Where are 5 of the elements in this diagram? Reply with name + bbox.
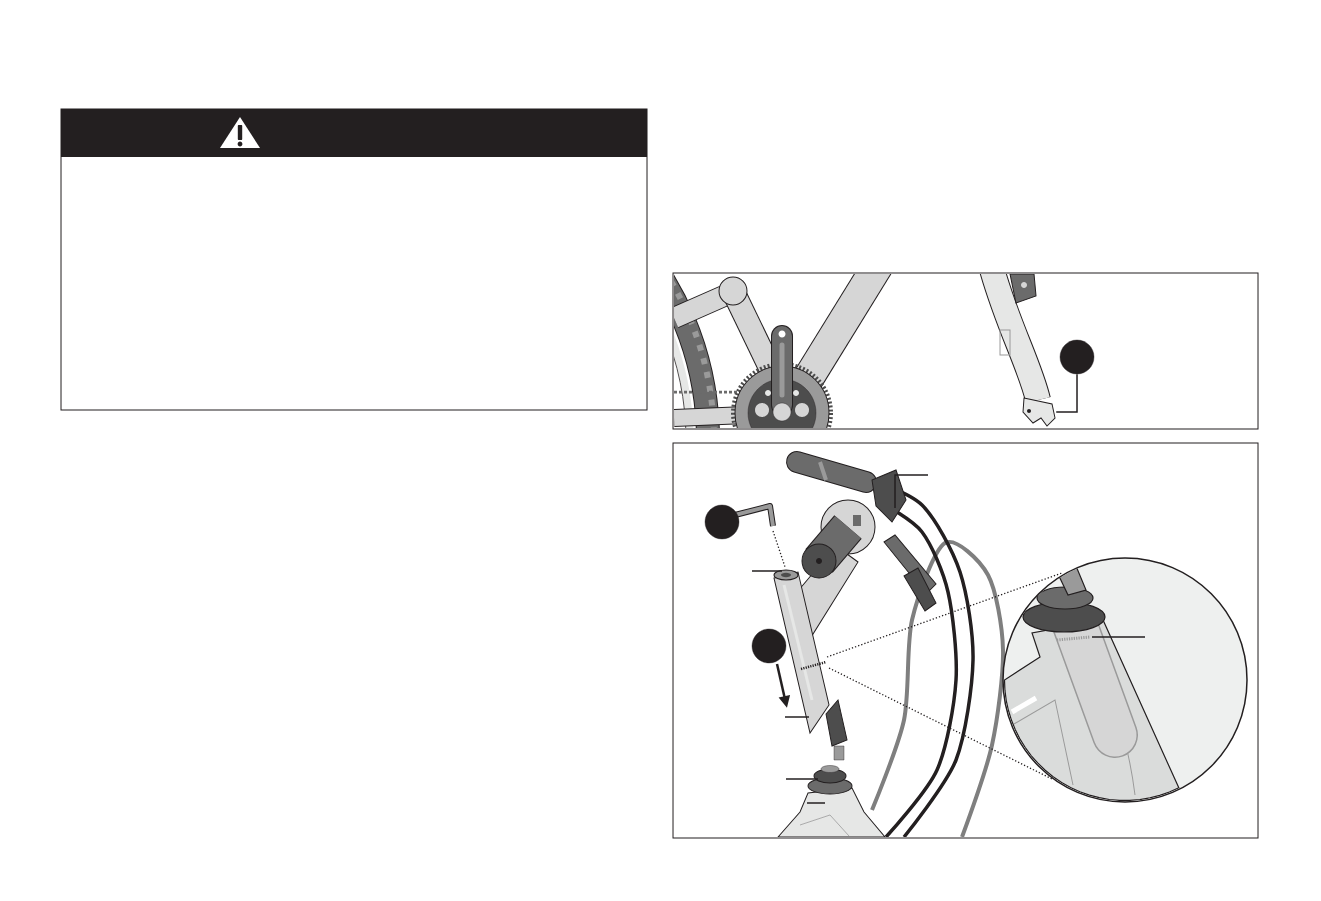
callout-circle <box>1059 339 1095 375</box>
callout-circle <box>704 504 740 540</box>
fork-dropout <box>1022 397 1056 427</box>
callout-circle <box>751 628 787 664</box>
leader-line <box>1055 373 1078 413</box>
